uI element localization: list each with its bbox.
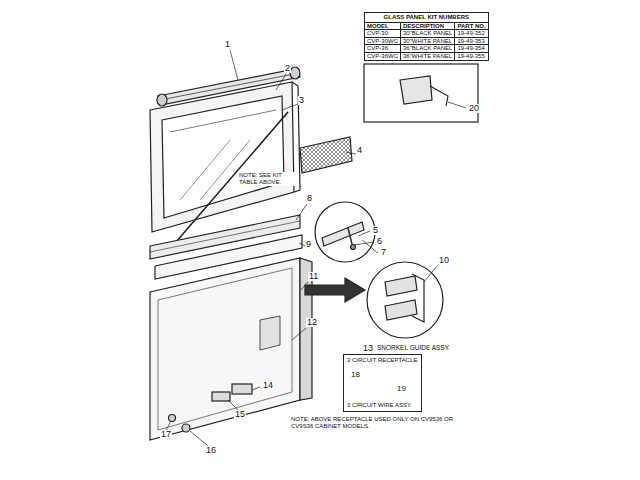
callout-number: 8 <box>306 194 313 203</box>
inset-caption: 3 CIRCUIT WIRE ASSY. <box>347 402 412 409</box>
table-cell: CVP-36WC <box>365 53 401 60</box>
callout-number: 13 <box>362 344 374 353</box>
callout-number: 6 <box>376 237 383 246</box>
table-header: MODEL <box>365 23 401 31</box>
table-cell: 36"BLACK PANEL <box>401 45 455 53</box>
callout-number: 10 <box>438 256 450 265</box>
callout-number: 12 <box>306 318 318 327</box>
callout-number: 11 <box>308 272 319 281</box>
table-cell: 30"BLACK PANEL <box>401 30 455 38</box>
table-cell: 19-49-352 <box>455 30 487 38</box>
callout-number: 19 <box>396 385 407 393</box>
callout-number: 2 <box>284 64 291 73</box>
table-header: PART NO. <box>455 23 487 31</box>
table-cell: 19-49-354 <box>455 45 487 53</box>
callout-number: 5 <box>372 226 379 235</box>
table-cell: 19-49-355 <box>455 53 487 60</box>
kit-table: GLASS PANEL KIT NUMBERSMODELDESCRIPTIONP… <box>364 12 489 61</box>
callout-number: 17 <box>160 430 172 439</box>
note-text: NOTE: SEE KIT TABLE ABOVE. <box>238 172 298 186</box>
table-header: DESCRIPTION <box>401 23 455 31</box>
callout-number: 18 <box>350 371 361 379</box>
callout-number: 16 <box>205 446 217 455</box>
part-name: SNORKEL GUIDE ASSY. <box>376 345 451 352</box>
note-text: NOTE: ABOVE RECEPTACLE USED ONLY ON CV95… <box>290 416 457 430</box>
callout-number: 4 <box>356 146 363 155</box>
callout-number: 20 <box>468 104 480 113</box>
inset-caption: 3 CIRCUIT RECEPTACLE <box>347 357 417 364</box>
callout-number: 1 <box>224 40 231 49</box>
table-cell: CVP-36 <box>365 45 401 53</box>
callout-number: 14 <box>262 381 274 390</box>
callout-number: 7 <box>380 248 387 257</box>
table-cell: 36"WHITE PANEL <box>401 53 455 60</box>
inset-box: 3 CIRCUIT RECEPTACLE 3 CIRCUIT WIRE ASSY. <box>343 354 422 412</box>
table-cell: CVP-30 <box>365 30 401 38</box>
callout-number: 9 <box>305 240 312 249</box>
table-cell: CVP-30WC <box>365 38 401 46</box>
callout-number: 15 <box>234 410 246 419</box>
callout-number: 3 <box>298 96 305 105</box>
table-cell: 30"WHITE PANEL <box>401 38 455 46</box>
table-cell: 19-49-353 <box>455 38 487 46</box>
table-grid: MODELDESCRIPTIONPART NO. CVP-3030"BLACK P… <box>365 23 488 60</box>
table-title: GLASS PANEL KIT NUMBERS <box>365 13 488 23</box>
